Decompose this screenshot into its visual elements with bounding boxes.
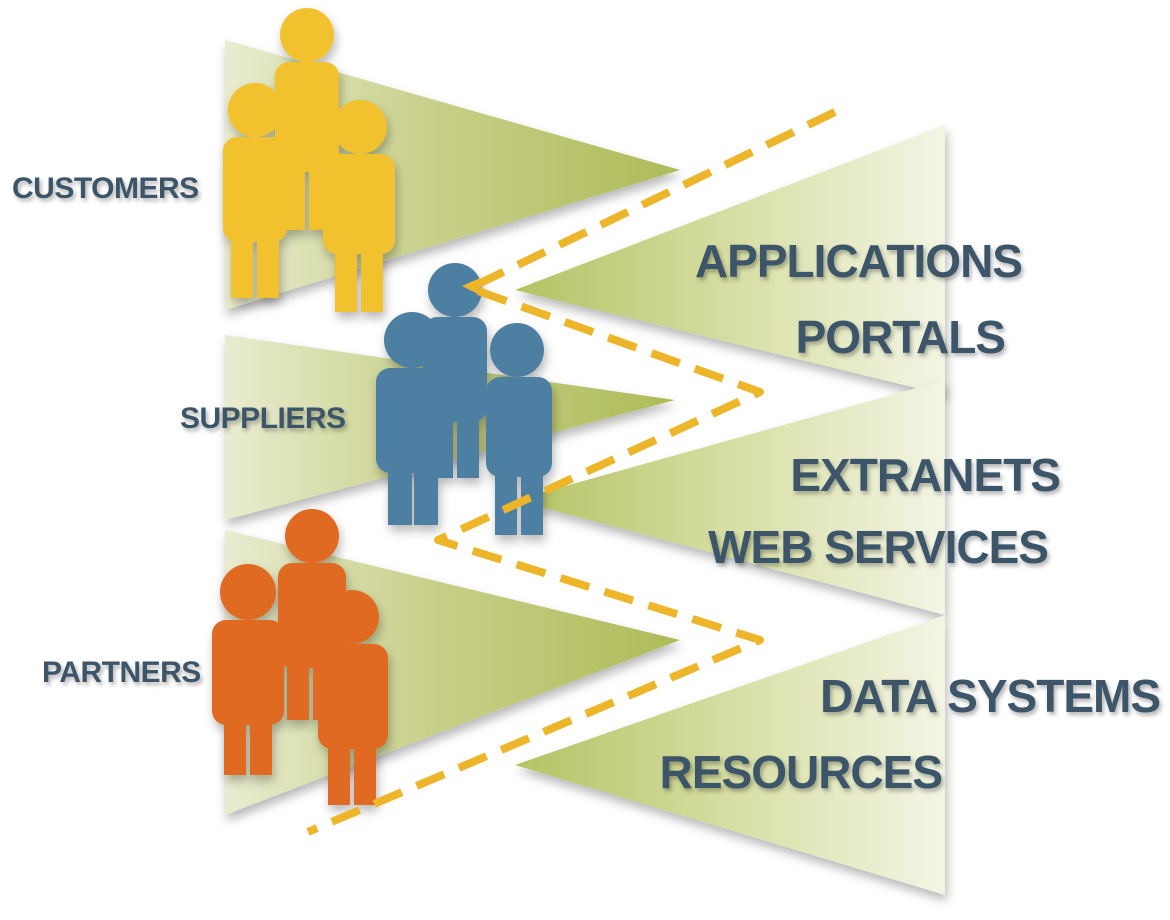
suppliers-label: SUPPLIERS <box>180 402 346 435</box>
person-icon <box>223 83 287 298</box>
wedge-data-systems <box>515 615 945 895</box>
customers-label: CUSTOMERS <box>12 172 199 205</box>
person-icon <box>278 509 346 720</box>
wedge-applications <box>515 125 945 395</box>
partners-people-group <box>212 509 388 805</box>
resources-label: RESOURCES <box>660 746 942 798</box>
data-systems-label: DATA SYSTEMS <box>820 670 1160 722</box>
partners-label: PARTNERS <box>42 656 201 689</box>
person-icon <box>318 590 388 805</box>
portals-label: PORTALS <box>796 311 1005 363</box>
person-icon <box>376 312 448 525</box>
suppliers-people-group <box>376 263 552 535</box>
person-icon <box>323 100 395 312</box>
wedge-extranets <box>515 380 945 615</box>
applications-label: APPLICATIONS <box>695 235 1022 287</box>
web-services-label: WEB SERVICES <box>708 521 1048 573</box>
arrow-head-icon <box>462 278 480 294</box>
connection-path <box>306 108 837 836</box>
customers-people-group <box>223 8 395 312</box>
person-icon <box>486 323 552 535</box>
extranets-label: EXTRANETS <box>790 449 1060 501</box>
person-icon <box>212 564 284 775</box>
